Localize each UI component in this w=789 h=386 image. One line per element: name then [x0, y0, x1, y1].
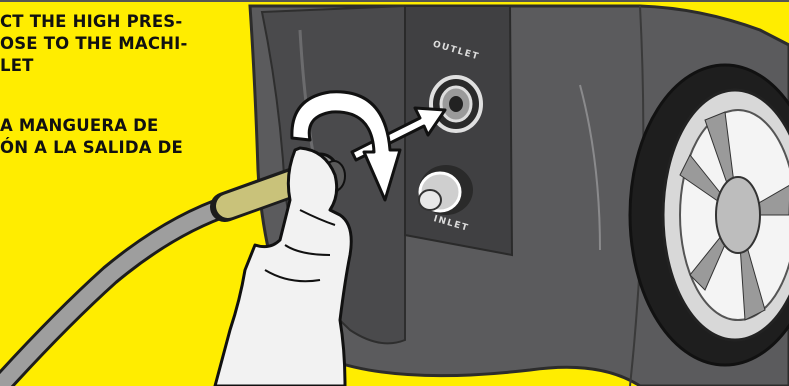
- instruction-spanish: A MANGUERA DE ÓN A LA SALIDA DE: [0, 115, 225, 159]
- instruction-english: CT THE HIGH PRES- OSE TO THE MACHI- LET: [0, 11, 225, 77]
- outlet-port: [431, 77, 481, 131]
- hose-tube-inner: [0, 205, 230, 386]
- inlet-port: [419, 165, 473, 215]
